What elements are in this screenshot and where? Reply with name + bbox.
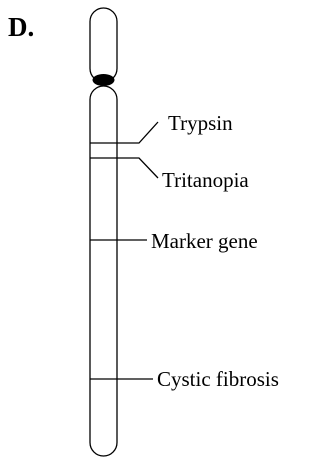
leader-trypsin xyxy=(117,122,158,143)
leader-tritanopia xyxy=(117,158,158,178)
gene-label-trypsin: Trypsin xyxy=(168,113,233,134)
centromere xyxy=(93,74,115,86)
gene-label-tritanopia: Tritanopia xyxy=(162,170,249,191)
gene-label-marker-gene: Marker gene xyxy=(151,231,258,252)
chromosome-short-arm xyxy=(90,8,117,82)
chromosome-long-arm xyxy=(90,86,117,456)
gene-label-cystic-fibrosis: Cystic fibrosis xyxy=(157,369,279,390)
